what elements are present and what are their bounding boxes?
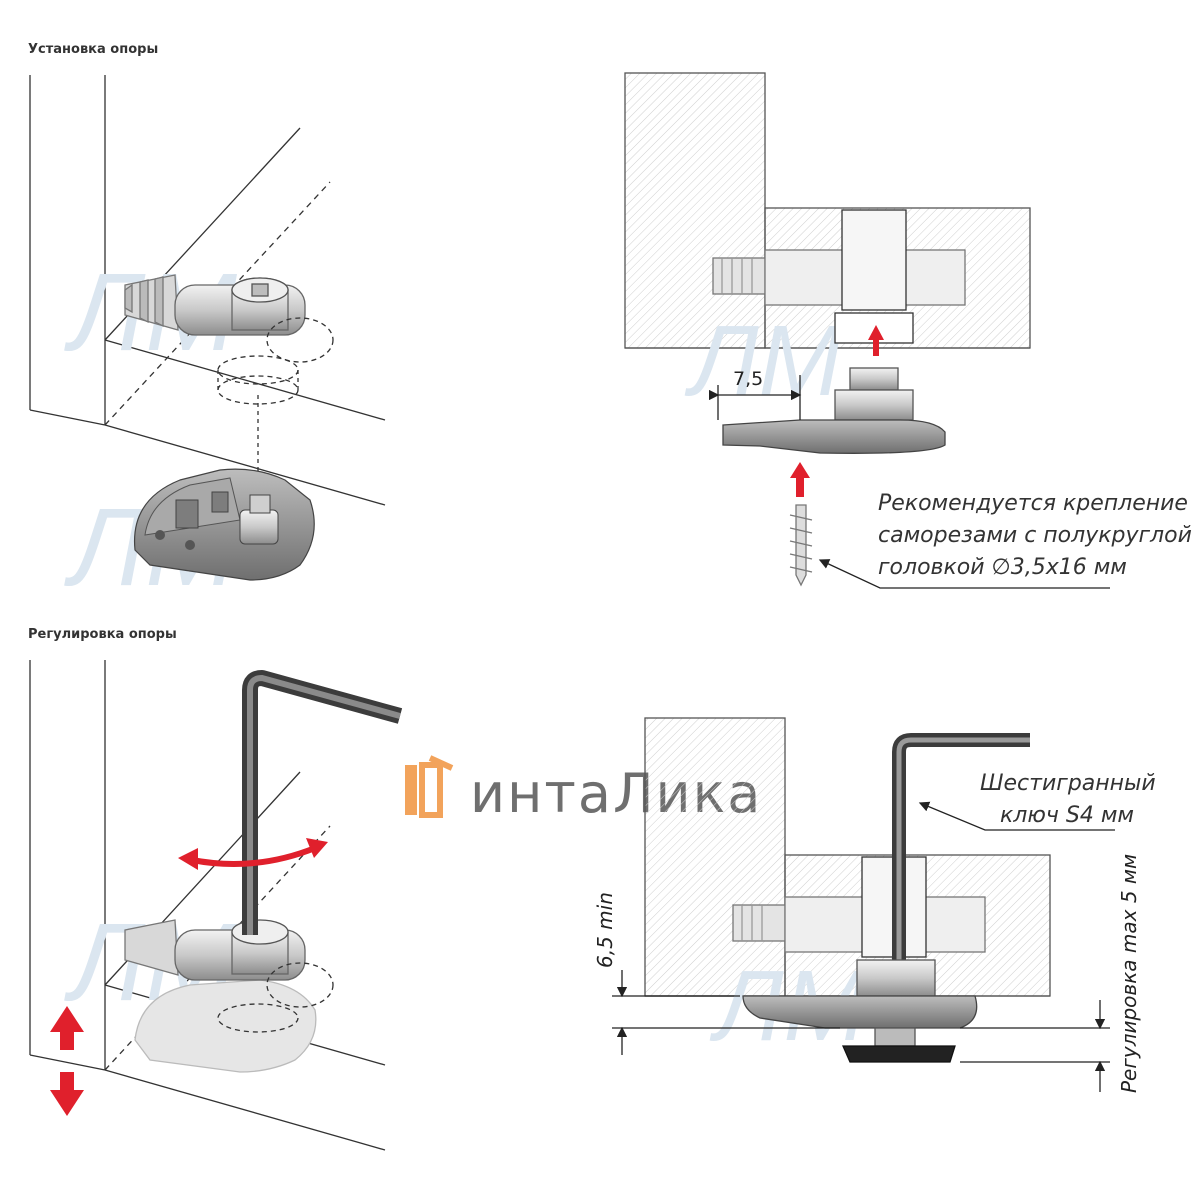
screw-note-line2: саморезами с полукруглой — [878, 523, 1192, 548]
screw-note-line1: Рекомендуется крепление — [878, 491, 1188, 516]
rotation-arrow — [178, 838, 328, 870]
base-plate-illustration — [133, 468, 315, 581]
screw-note-line3: головкой ∅3,5х16 мм — [878, 555, 1127, 580]
offset-dimension-label: 7,5 — [733, 368, 763, 390]
hex-key-note-line2: ключ S4 мм — [1000, 803, 1134, 828]
install-perspective-view: ЛМ ЛМ — [29, 75, 386, 609]
adjust-section-title: Регулировка опоры — [28, 627, 177, 642]
adjust-section-view: ЛМ — [612, 717, 1115, 1092]
install-section-view: ЛМ — [624, 72, 1110, 589]
svg-text:ЛМ: ЛМ — [684, 305, 843, 417]
height-adjust-arrows — [50, 1006, 84, 1116]
adjust-range-dimension-label: Регулировка max 5 мм — [1117, 854, 1141, 1093]
intalika-logo — [405, 755, 454, 818]
hex-key-note-line1: Шестигранный — [980, 771, 1156, 796]
adjust-perspective-view: ЛМ — [29, 660, 403, 1151]
install-section-title: Установка опоры — [28, 42, 159, 57]
min-height-dimension-label: 6,5 min — [593, 892, 617, 968]
